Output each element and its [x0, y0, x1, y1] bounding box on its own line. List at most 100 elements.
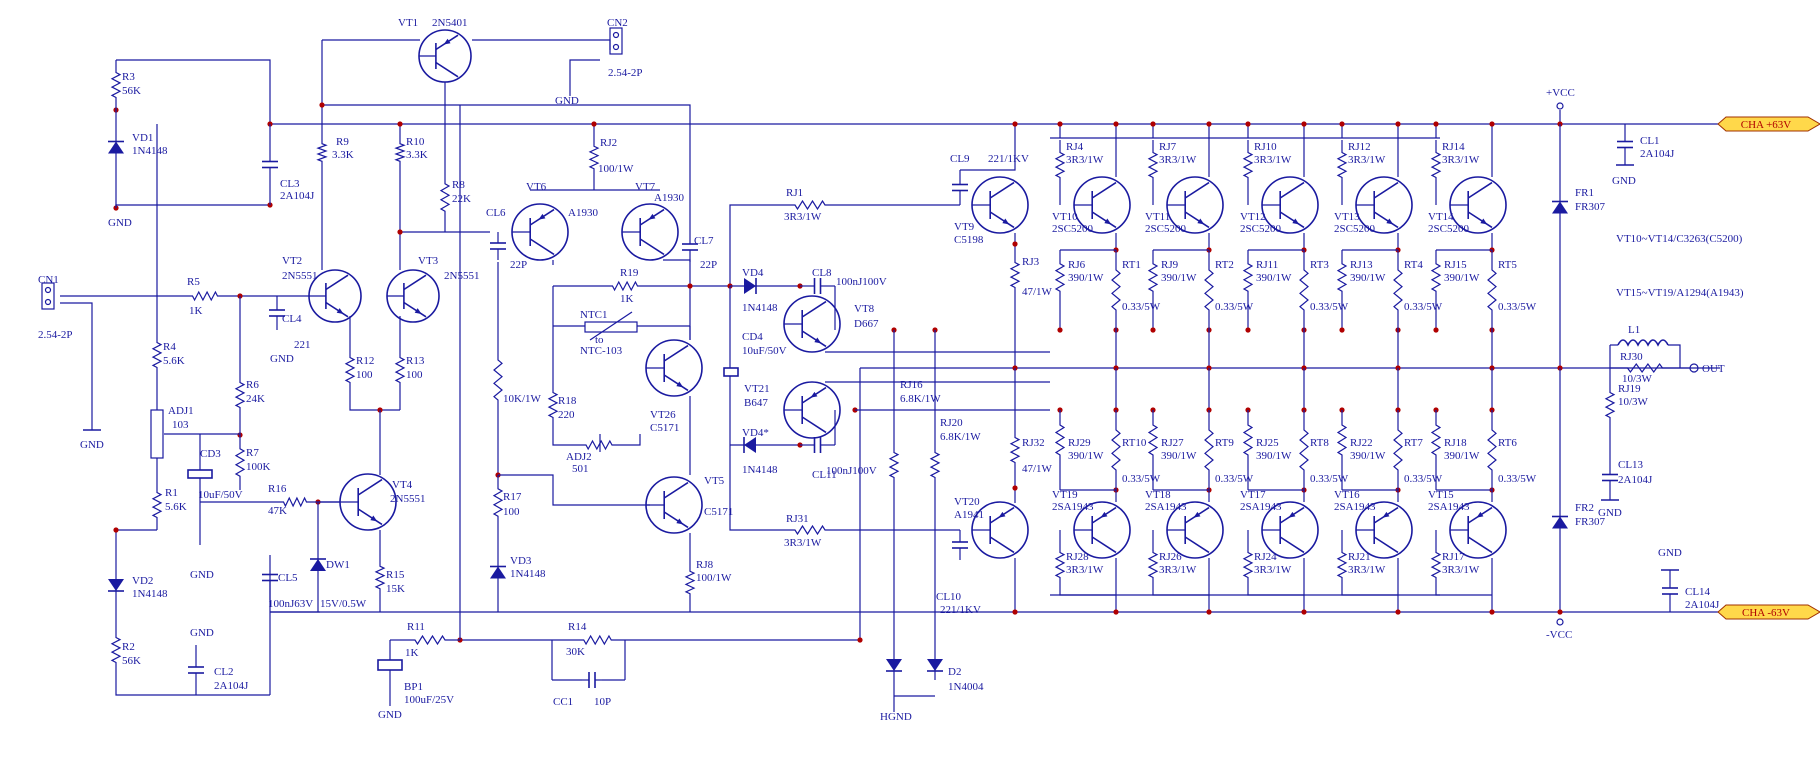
- label-cl11_v: 100nJ100V: [826, 465, 877, 477]
- wire-137: [1152, 590, 1209, 596]
- rail-flag: [1717, 116, 1820, 132]
- gnd-label: GND: [80, 439, 104, 451]
- resistor-28: [1009, 250, 1021, 300]
- label-cl6_v: 22P: [510, 259, 527, 271]
- electrolytic-capacitor-cd4: [723, 367, 739, 377]
- junction-dot-39: [1150, 121, 1156, 127]
- label-cl1_v: 2A104J: [1640, 148, 1675, 160]
- resistor-label-9: RT2: [1215, 259, 1234, 271]
- label-r8_v: 22K: [452, 193, 471, 205]
- gnd-label-5: GND: [190, 569, 214, 581]
- resistor-37: [1147, 250, 1159, 305]
- label-cd4: CD4: [742, 331, 763, 343]
- resistor-value-4: 390/1W: [1068, 450, 1104, 462]
- resistor-6: [234, 370, 246, 420]
- resistor-49: [1336, 250, 1348, 305]
- resistor-9: [316, 135, 328, 170]
- resistor-value-3: 0.33/5W: [1122, 301, 1161, 313]
- label-r4_v: 5.6K: [163, 355, 185, 367]
- resistor-value-12: 3R3/1W: [1159, 564, 1197, 576]
- label-vt8: VT8: [854, 303, 875, 315]
- wire-165: [1341, 590, 1398, 596]
- label-vt2: VT2: [282, 255, 302, 267]
- transistor-vt2: [308, 269, 362, 323]
- label-ntc1_t: to: [595, 334, 604, 346]
- label-rj16: RJ16: [900, 379, 923, 391]
- label-fr1_v: FR307: [1575, 201, 1605, 213]
- resistor-label-3: RT1: [1122, 259, 1141, 271]
- thermistor-ntc1: [584, 321, 638, 333]
- resistor-60: [1610, 362, 1680, 374]
- label-vd1_v: 1N4148: [132, 145, 168, 157]
- resistor-47: [1242, 540, 1254, 590]
- label-cl14_v: 2A104J: [1685, 599, 1720, 611]
- label-vt20: VT20: [954, 496, 980, 508]
- resistor-53: [1336, 540, 1348, 590]
- input-connector-cn1: [41, 282, 55, 310]
- capacitor-13: [1662, 570, 1678, 612]
- resistor-11: [439, 170, 451, 225]
- transistor-vt26: [645, 339, 703, 397]
- resistor-label-21: RT4: [1404, 259, 1423, 271]
- capacitor-2: [262, 124, 278, 205]
- label-rj31_v: 3R3/1W: [784, 537, 822, 549]
- label-vt20_t: A1941: [954, 509, 984, 521]
- wire-151: [1247, 590, 1304, 596]
- resistor-label-6: RJ28: [1066, 551, 1089, 563]
- resistor-value-26: 390/1W: [1444, 272, 1480, 284]
- label-vt21_t: B647: [744, 397, 768, 409]
- transistor-vt20: [971, 501, 1029, 559]
- label-fr1: FR1: [1575, 187, 1594, 199]
- transistor-label-10: VT15: [1428, 489, 1454, 501]
- gnd-label-7: GND: [378, 709, 402, 721]
- resistor-label-27: RT5: [1498, 259, 1517, 271]
- label-r14: R14: [568, 621, 587, 633]
- resistor-5: [110, 625, 122, 675]
- label-r3: R3: [122, 71, 135, 83]
- junction-dot-60: [1395, 121, 1401, 127]
- resistor-58: [1487, 410, 1497, 490]
- transistor-type-5: 2SC5200: [1240, 223, 1281, 235]
- wire-7: [116, 59, 271, 124]
- label-cn1_t: 2.54-2P: [38, 329, 73, 341]
- resistor-label-29: RT6: [1498, 437, 1517, 449]
- resistor-value-9: 0.33/5W: [1215, 301, 1254, 313]
- transistor-vt4: [339, 473, 397, 531]
- label-vt4: VT4: [392, 479, 413, 491]
- label-adj2_v: 501: [572, 463, 589, 475]
- label-r11: R11: [407, 621, 425, 633]
- label-r6: R6: [246, 379, 259, 391]
- label-vt4_t: 2N5551: [390, 493, 425, 505]
- junction-dot-17: [687, 283, 693, 289]
- transistor-vt10: [1073, 176, 1131, 234]
- label-fr2_v: FR307: [1575, 516, 1605, 528]
- resistor-29: [1009, 425, 1021, 475]
- resistor-label-13: RJ10: [1254, 141, 1277, 153]
- resistor-57: [1430, 410, 1442, 470]
- wire-67: [663, 259, 691, 340]
- transistor-vt9: [971, 176, 1029, 234]
- transistor-label-3: VT11: [1145, 211, 1170, 223]
- junction-dot-73: [1433, 327, 1439, 333]
- label-cl6: CL6: [486, 207, 506, 219]
- label-vd2: VD2: [132, 575, 153, 587]
- resistor-label: RJ4: [1066, 141, 1084, 153]
- resistor-7: [234, 435, 246, 490]
- label-r18_v: 220: [558, 409, 575, 421]
- resistor-52: [1393, 410, 1403, 490]
- wire-92: [729, 445, 780, 531]
- diode-4: [490, 555, 506, 590]
- resistor-label-22: RJ22: [1350, 437, 1373, 449]
- gnd-label-2: GND: [270, 353, 294, 365]
- label-cl4: CL4: [282, 313, 302, 325]
- resistor-value-15: 0.33/5W: [1310, 301, 1349, 313]
- label-r7_v: 100K: [246, 461, 271, 473]
- resistor-label-18: RJ24: [1254, 551, 1277, 563]
- label-vt3: VT3: [418, 255, 439, 267]
- label-vccn: -VCC: [1546, 629, 1572, 641]
- transistor-type-3: 2SC5200: [1145, 223, 1186, 235]
- potentiometer-adj1: [150, 409, 164, 459]
- resistor-label-26: RJ15: [1444, 259, 1467, 271]
- resistor-label-2: RJ6: [1068, 259, 1086, 271]
